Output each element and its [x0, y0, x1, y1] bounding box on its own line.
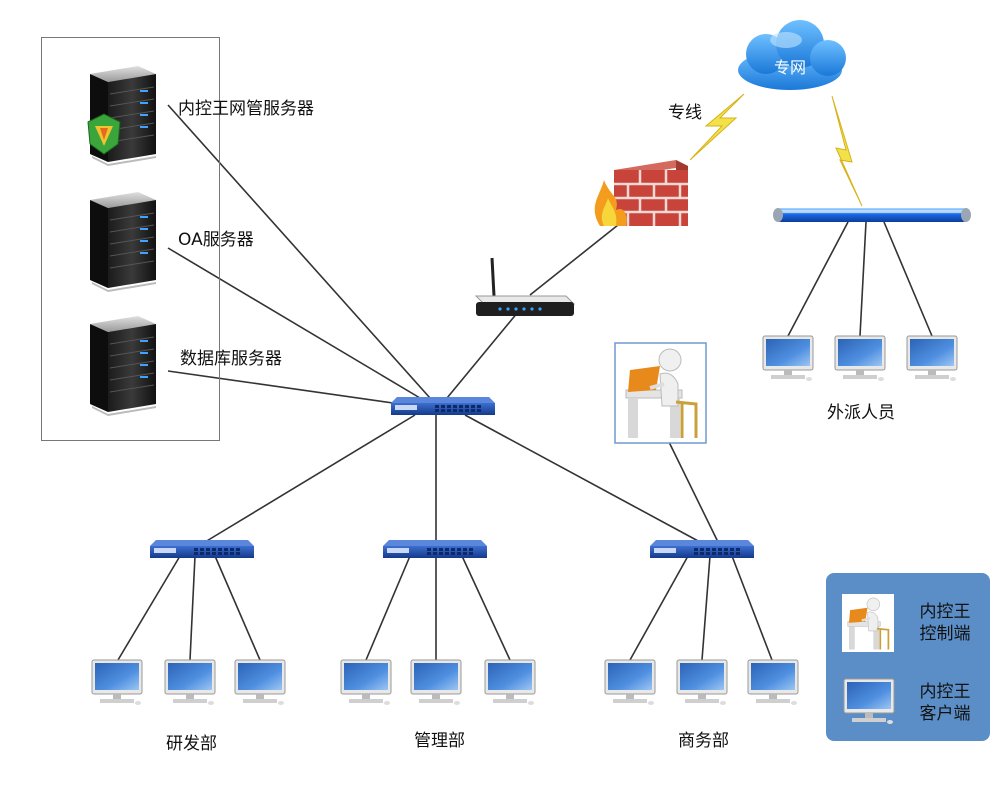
field-hub-icon: [773, 208, 971, 222]
core-switch-icon: [391, 397, 495, 415]
firewall-icon: [594, 160, 688, 226]
rd-pc-icon: [91, 659, 143, 706]
rd-dept-label: 研发部: [166, 734, 217, 754]
legend-control-text: 内控王 控制端: [910, 601, 980, 645]
biz-pc-icon: [676, 659, 728, 706]
biz-dept-label: 商务部: [678, 731, 729, 751]
mgmt-pc-icon: [340, 659, 392, 706]
shield-icon: [87, 113, 121, 155]
rd-pc-icon: [234, 659, 286, 706]
control-workstation: [614, 342, 707, 444]
router-icon: [474, 257, 576, 316]
biz-switch-icon: [650, 540, 754, 558]
mgmt-dept-label: 管理部: [414, 731, 465, 751]
legend-client-text: 内控王 客户端: [910, 681, 980, 725]
lightning-icon: [831, 95, 863, 207]
field-pc-icon: [762, 335, 814, 382]
cloud-icon: [738, 20, 846, 90]
lightning-icon: [689, 93, 745, 161]
biz-pc-icon: [747, 659, 799, 706]
legend-control-icon: [842, 594, 894, 652]
rd-switch-icon: [150, 540, 254, 558]
private-net-label: 专网: [774, 58, 807, 77]
mgmt-switch-icon: [383, 540, 487, 558]
legend-client-line2: 客户端: [919, 704, 971, 724]
biz-pc-icon: [604, 659, 656, 706]
legend-client-line1: 内控王: [919, 682, 971, 702]
legend-panel: 内控王 控制端 内控王 客户端: [826, 573, 990, 741]
field-pc-icon: [834, 335, 886, 382]
legend-client-icon: [843, 678, 895, 725]
server-group-frame: [41, 37, 220, 441]
legend-icons: [842, 594, 895, 725]
mgmt-pc-icon: [484, 659, 536, 706]
oa-server-label: OA服务器: [178, 230, 254, 250]
field-staff-label: 外派人员: [827, 403, 895, 423]
legend-control-line2: 控制端: [919, 624, 971, 644]
mgmt-pc-icon: [410, 659, 462, 706]
rd-pc-icon: [164, 659, 216, 706]
legend-control-line1: 内控王: [919, 602, 971, 622]
db-server-label: 数据库服务器: [180, 349, 282, 369]
field-pc-icon: [906, 335, 958, 382]
dedicated-line-label: 专线: [668, 103, 702, 123]
nkw-server-label: 内控王网管服务器: [178, 99, 314, 119]
